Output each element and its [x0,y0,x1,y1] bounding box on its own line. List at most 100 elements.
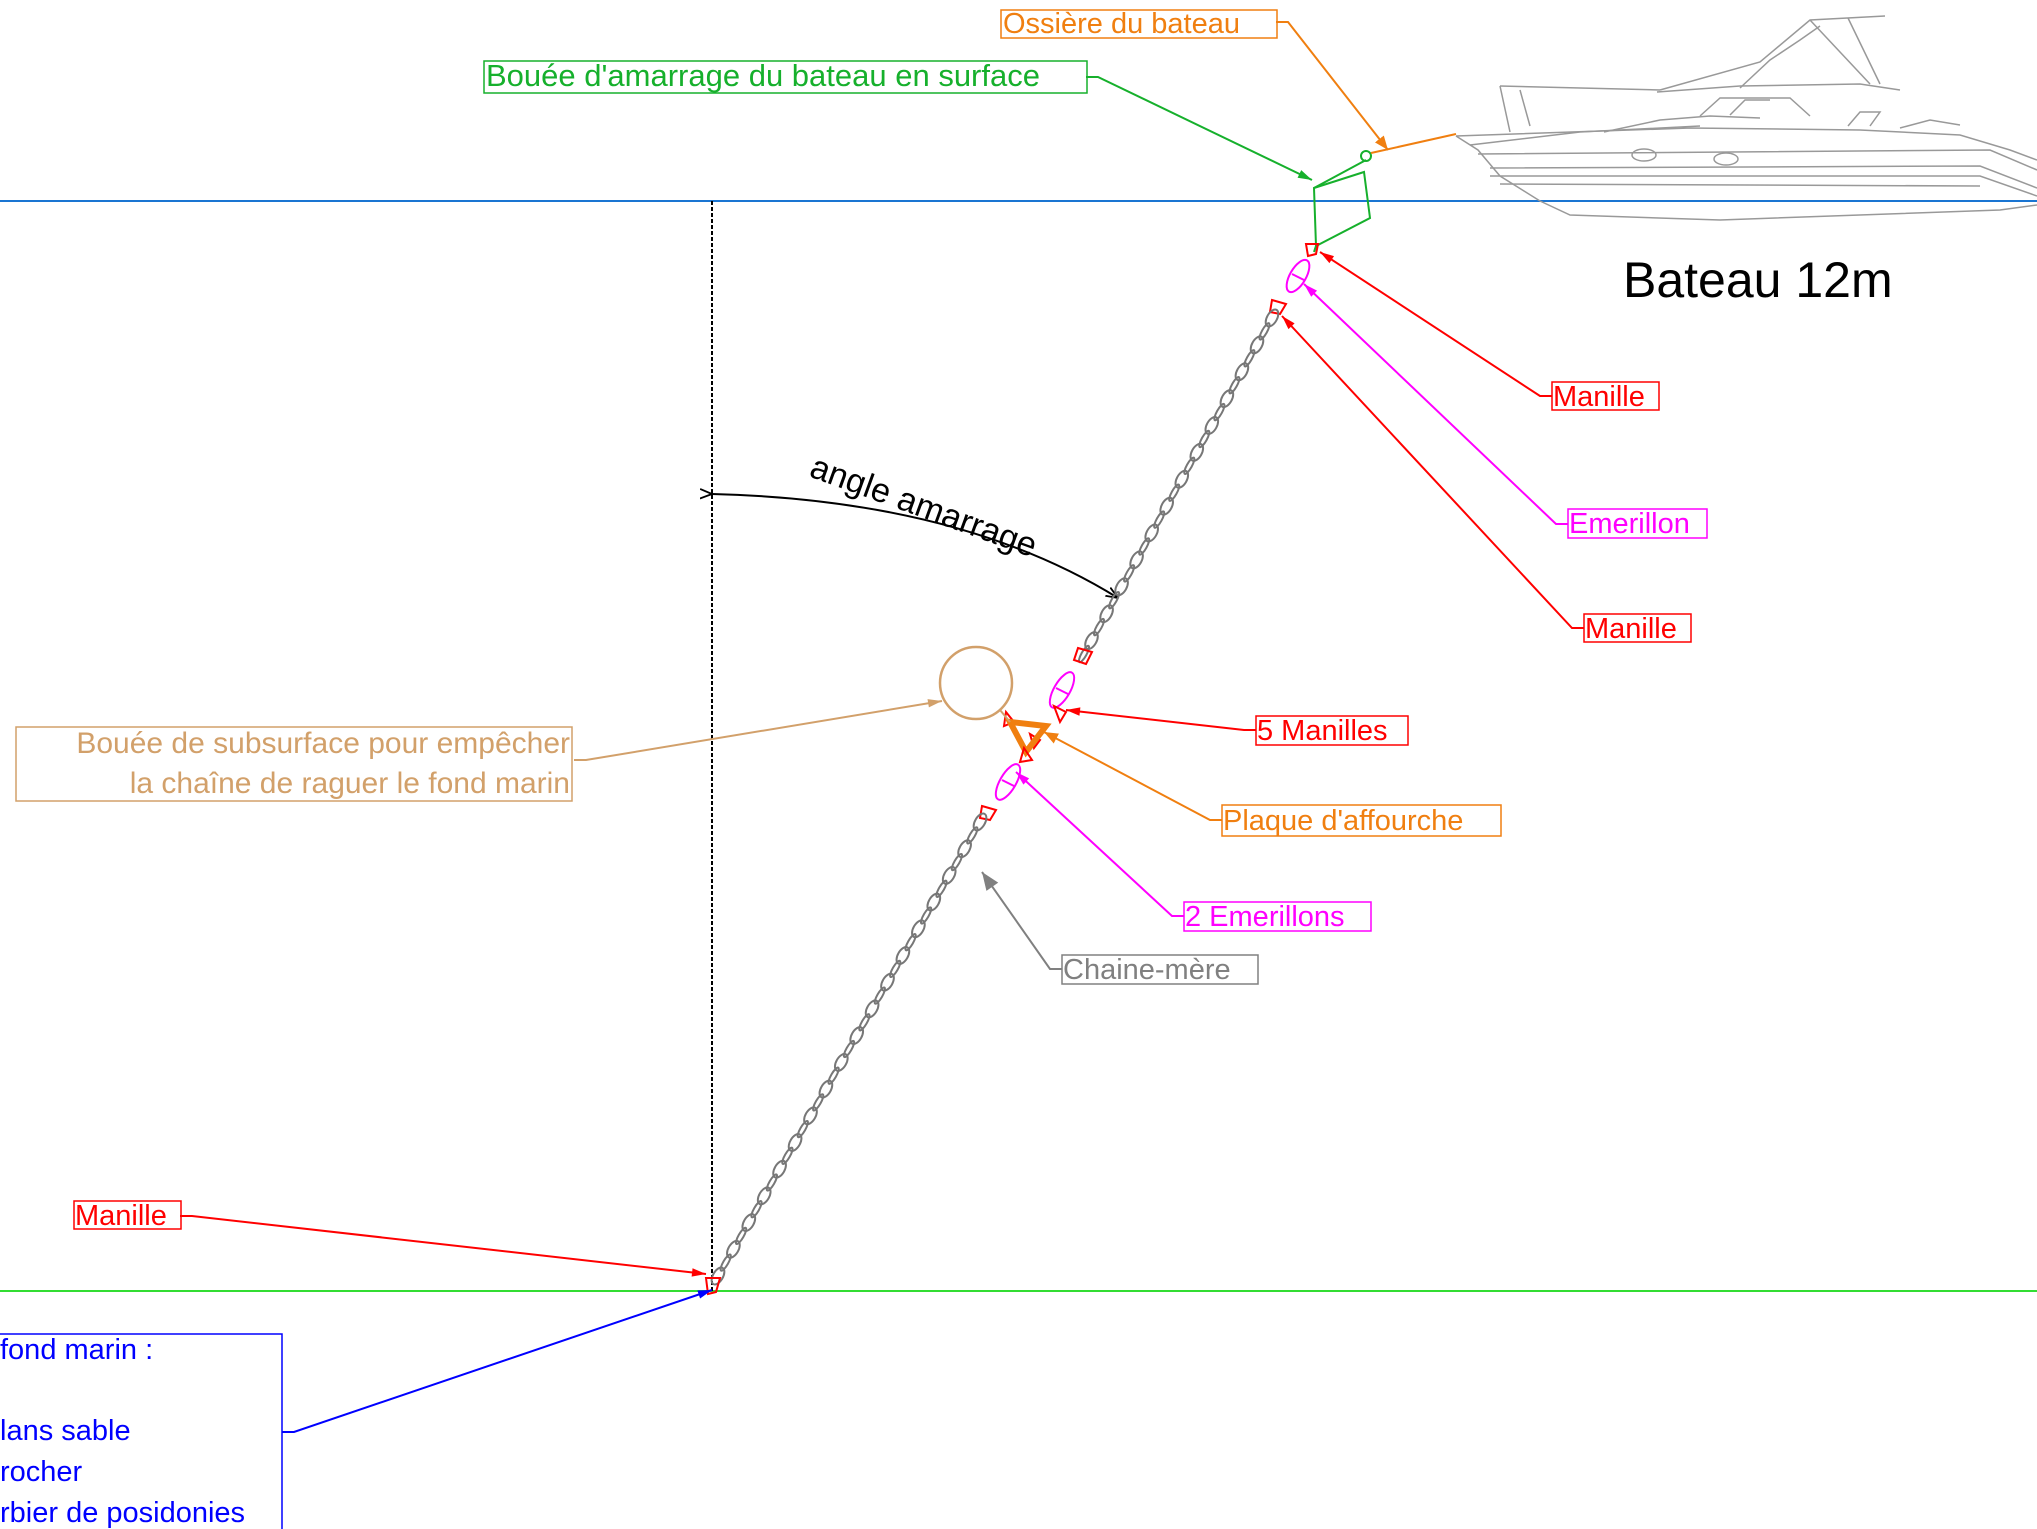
emerillons-2-leader [1015,771,1184,917]
manilles-5-leader [1065,707,1256,731]
plaque-leader [1043,731,1222,821]
angle-label: angle amarrage [805,448,1042,565]
chain-link [741,1213,757,1233]
chain-link [750,1200,763,1219]
fond-marin-label-line4: rocher [0,1456,83,1488]
chaine-mere-label: Chaine-mère [1063,954,1231,986]
chain-link [1138,537,1151,556]
boat-drawing [1455,15,2037,221]
bottom-shackle [704,1277,722,1296]
manille-bottom-label: Manille [75,1200,167,1232]
chain-link [818,1079,834,1099]
subsurface-buoy [938,645,1014,721]
fond-marin-leader [282,1289,713,1433]
plaque-affourche-icon [1004,718,1052,758]
emerillons-2-label: 2 Emerillons [1185,901,1345,933]
manille-top-leader [1319,251,1552,397]
chain-link [1174,469,1190,489]
chain-link [781,1146,794,1165]
chain-link [864,999,880,1019]
chain-link [911,919,926,939]
plaque-label-box [1221,804,1502,837]
chain-link [1108,590,1121,610]
middle-hardware [978,646,1094,822]
chain-link [950,852,964,872]
chain-link [1129,550,1144,570]
manille-bottom-label-box [73,1200,182,1230]
chain-link [1243,349,1256,368]
chaine-mere-label-box [1061,954,1259,985]
top-hardware [1268,243,1320,316]
chain-link [1258,322,1271,341]
emerillon-top-label-box [1567,508,1708,539]
emerillons-2-label-box [1183,901,1372,932]
emerillon-top-label: Emerillon [1569,508,1690,540]
chain-link [1092,617,1106,637]
chain-link [858,1013,871,1032]
manille-bottom-leader [180,1215,707,1277]
chain-link [957,839,972,859]
boat-label: Bateau 12m [1623,252,1893,308]
chain-link [842,1039,856,1059]
manille-top-label: Manille [1553,381,1645,413]
chain-link [972,812,988,832]
chain-link [1159,496,1174,516]
chain-link [1204,416,1220,435]
angle-arc [712,494,1118,598]
chain-link [849,1026,865,1046]
chain-link [1198,429,1211,449]
chain-link [1114,577,1129,597]
chain-link [1213,402,1226,422]
chain-link [1189,442,1205,462]
chain-link [1123,564,1136,583]
chain-link [966,826,979,845]
chain-link [926,892,942,912]
fond-marin-label-line3: lans sable [0,1415,131,1447]
manille-mid-leader [1281,315,1584,629]
fond-marin-label-box [0,1333,283,1529]
fond-marin-label-line5: rbier de posidonies [0,1497,245,1529]
chain-upper [1077,308,1280,664]
chain-link [880,972,895,992]
bouee-sub-label-line1: Bouée de subsurface pour empêcher [76,727,570,760]
chain-link [941,865,957,885]
chain-link [935,879,948,898]
manilles-5-label-box [1255,715,1409,746]
surface-buoy [1312,150,1372,253]
chain-link [1183,456,1196,476]
ossiere-label-box [1000,9,1278,39]
chain-link [827,1066,840,1085]
chain-link [919,906,933,925]
chain-link [1168,483,1181,502]
chain-link [1228,375,1241,395]
ossiere-label: Ossière du bateau [1003,8,1240,40]
chain-link [1144,523,1159,543]
chain-link [1249,335,1265,355]
chain-link [1264,308,1280,328]
chain-link [1219,389,1235,409]
chain-link [803,1106,818,1126]
manilles-5-label: 5 Manilles [1257,715,1388,747]
chain-link [1153,510,1166,529]
fond-marin-label-line1: fond marin : [0,1334,153,1366]
bouee-sub-label-line2: la chaîne de raguer le fond marin [130,767,570,800]
chain-link [765,1173,779,1192]
chain-link [812,1093,825,1112]
chain-link [873,986,886,1005]
bouee-surface-label: Bouée d'amarrage du bateau en surface [486,58,1040,93]
chain-link [889,959,902,979]
manille-mid-label: Manille [1585,613,1677,645]
bouee-sub-label-box [15,726,573,802]
chain-link [895,946,911,965]
chaine-mere-leader [981,871,1062,970]
chain-link [904,933,917,952]
chain-link [772,1159,787,1179]
plaque-label: Plaque d'affourche [1223,805,1463,837]
chain-link [1084,631,1099,651]
chain-link [787,1133,803,1152]
emerillon-top-leader [1303,283,1568,525]
chain-link [796,1119,809,1139]
bouee-surface-label-box [483,60,1088,94]
chain-link [719,1253,732,1272]
chain-link [1234,362,1250,382]
